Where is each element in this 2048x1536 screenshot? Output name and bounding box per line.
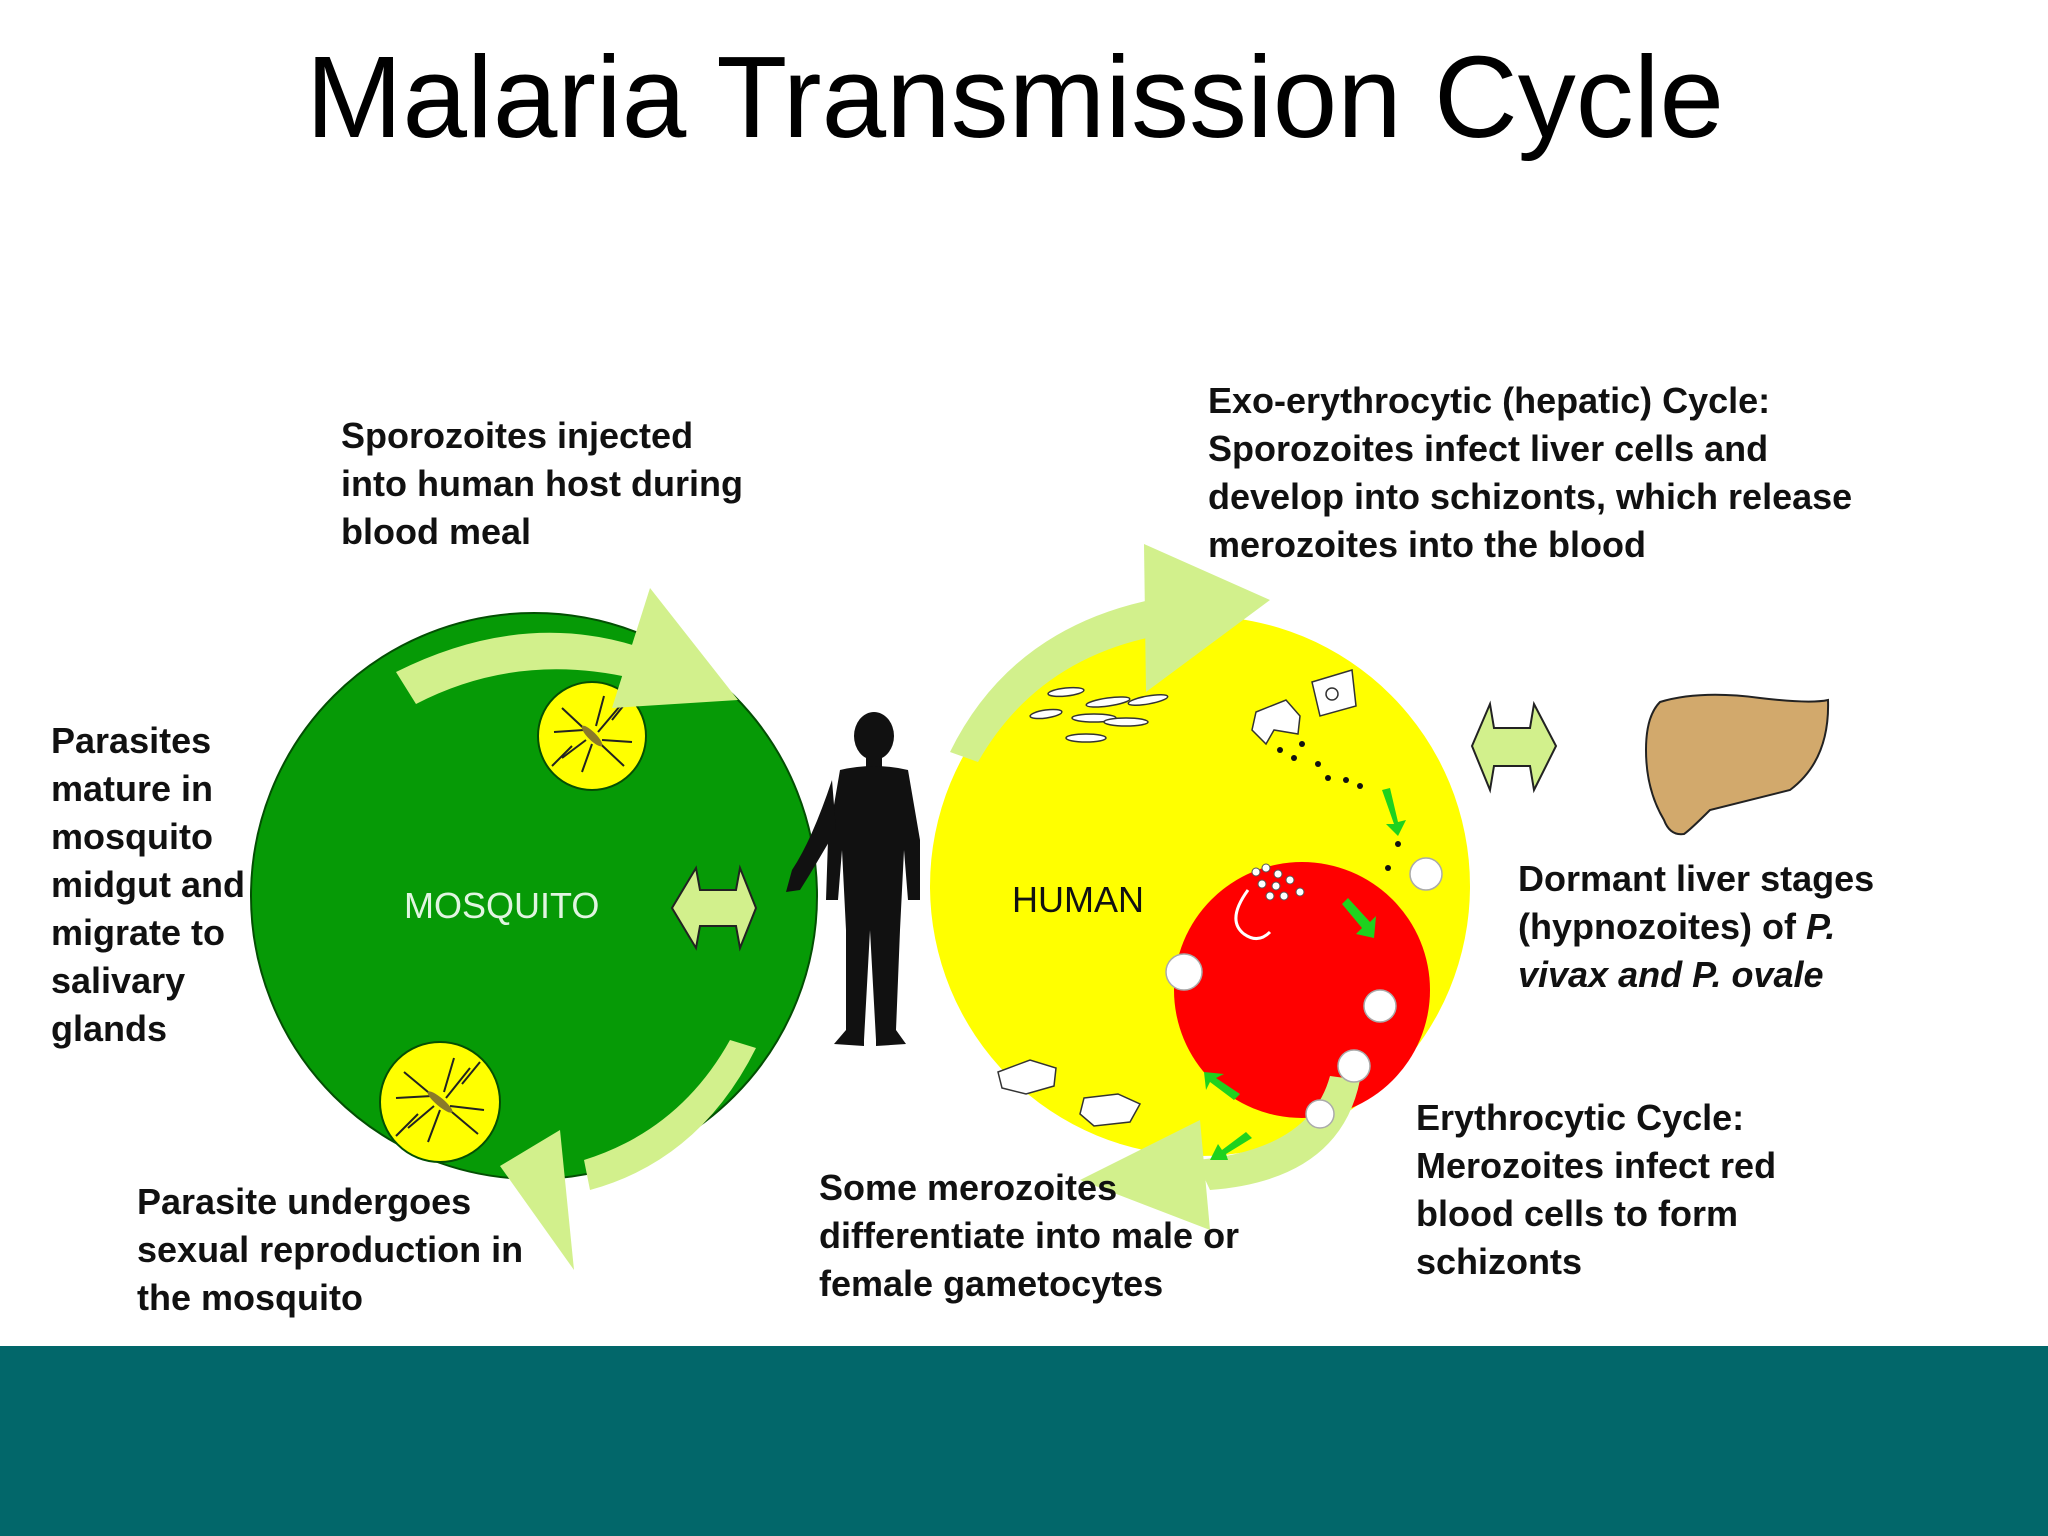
small-arrow <box>1204 788 1406 1160</box>
text-line: (hypnozoites) of P. <box>1518 903 1874 951</box>
merozoite-dots <box>1277 741 1401 871</box>
hypnozoite-cells <box>1165 857 1443 1129</box>
double-arrow-icon <box>670 864 758 952</box>
mosquito-icon <box>537 681 647 791</box>
text-line: mature in <box>51 768 214 809</box>
sporozoite-shapes <box>1029 686 1169 743</box>
text-line: mosquito <box>51 816 213 857</box>
mosquito-icon <box>379 1041 501 1163</box>
text-segment-italic: P. <box>1805 906 1836 947</box>
text-line: develop into schizonts, which release <box>1208 476 1853 517</box>
label-sexual-reproduction: Parasite undergoes sexual reproduction i… <box>137 1178 523 1322</box>
human-silhouette-icon <box>786 712 920 1046</box>
text-line: female gametocytes <box>819 1263 1164 1304</box>
label-parasites-mature: Parasites mature in mosquito midgut and … <box>51 717 245 1053</box>
text-line: sexual reproduction in <box>137 1229 524 1270</box>
label-erythrocytic: Erythrocytic Cycle: Merozoites infect re… <box>1416 1094 1776 1286</box>
page-title: Malaria Transmission Cycle <box>305 32 1725 162</box>
double-arrow-icon <box>1470 700 1558 794</box>
text-line: into human host during <box>341 463 743 504</box>
malaria-cycle-diagram <box>250 544 1830 1270</box>
text-line: Some merozoites <box>819 1167 1118 1208</box>
text-line: blood meal <box>341 511 532 552</box>
cycle-arrow-top-right <box>950 544 1270 762</box>
text-line: Dormant liver stages <box>1518 858 1875 899</box>
text-line: Sporozoites injected <box>341 415 694 456</box>
text-line: the mosquito <box>137 1277 363 1318</box>
text-line: differentiate into male or <box>819 1215 1240 1256</box>
text-line: Parasite undergoes <box>137 1181 472 1222</box>
text-line: schizonts <box>1416 1241 1583 1282</box>
text-line: Sporozoites infect liver cells and <box>1208 428 1769 469</box>
cycle-arrow-top-left <box>396 588 738 708</box>
text-line: Erythrocytic Cycle: <box>1416 1097 1745 1138</box>
text-line: Exo-erythrocytic (hepatic) Cycle: <box>1208 380 1771 421</box>
footer-band <box>0 1346 2048 1536</box>
label-exo-erythrocytic: Exo-erythrocytic (hepatic) Cycle: Sporoz… <box>1208 377 1852 569</box>
human-label: HUMAN <box>1012 879 1144 920</box>
text-line: Merozoites infect red <box>1416 1145 1777 1186</box>
label-sporozoites-injected: Sporozoites injected into human host dur… <box>341 412 743 556</box>
liver-cell-shapes <box>1251 669 1357 746</box>
text-line: blood cells to form <box>1416 1193 1739 1234</box>
text-segment: (hypnozoites) of <box>1518 906 1806 947</box>
label-dormant-liver: Dormant liver stages (hypnozoites) of P.… <box>1518 855 1874 999</box>
text-line: midgut and <box>51 864 245 905</box>
text-line: glands <box>51 1008 168 1049</box>
text-line: salivary <box>51 960 186 1001</box>
text-line-italic: vivax and P. ovale <box>1518 954 1824 995</box>
liver-icon <box>1644 693 1830 836</box>
text-line: migrate to <box>51 912 226 953</box>
mosquito-label: MOSQUITO <box>404 885 600 926</box>
label-gametocytes: Some merozoites differentiate into male … <box>819 1164 1239 1308</box>
rbc-ring-stage <box>1234 889 1272 940</box>
cycle-arrow-bottom-left <box>500 1040 756 1270</box>
schizont-dots <box>1251 863 1305 901</box>
text-line: Parasites <box>51 720 212 761</box>
gametocyte-shapes <box>997 1059 1142 1127</box>
text-line: merozoites into the blood <box>1208 524 1646 565</box>
